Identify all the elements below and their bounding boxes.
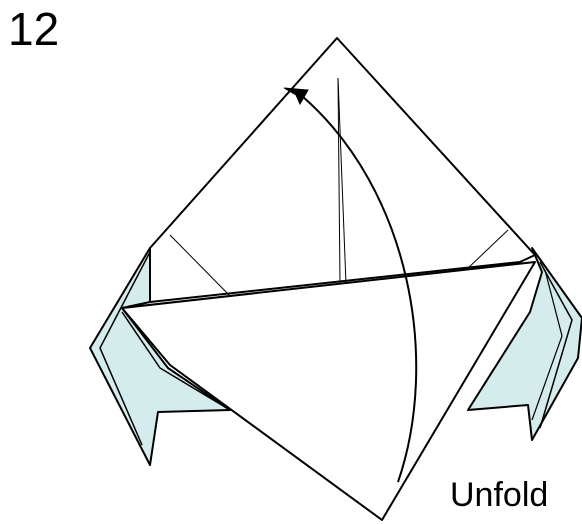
- left-crease-line: [169, 234, 233, 299]
- upper-paper-square: [149, 37, 536, 303]
- unfold-arrow: [301, 95, 418, 483]
- instruction-label: Unfold: [450, 476, 549, 514]
- right-flap-inner-edge: [531, 269, 563, 421]
- center-crease-line-b: [337, 77, 347, 285]
- left-flap-fold-line: [99, 251, 151, 446]
- right-crease-line: [465, 229, 509, 271]
- right-flap-fold-line: [539, 261, 573, 429]
- center-crease-line-a: [337, 77, 341, 285]
- lower-flap-left-edge: [121, 311, 231, 411]
- step-number: 12: [8, 3, 60, 55]
- unfold-arrow-head: [283, 87, 309, 106]
- right-colored-flap: [467, 247, 582, 441]
- lower-folded-flap: [121, 261, 536, 521]
